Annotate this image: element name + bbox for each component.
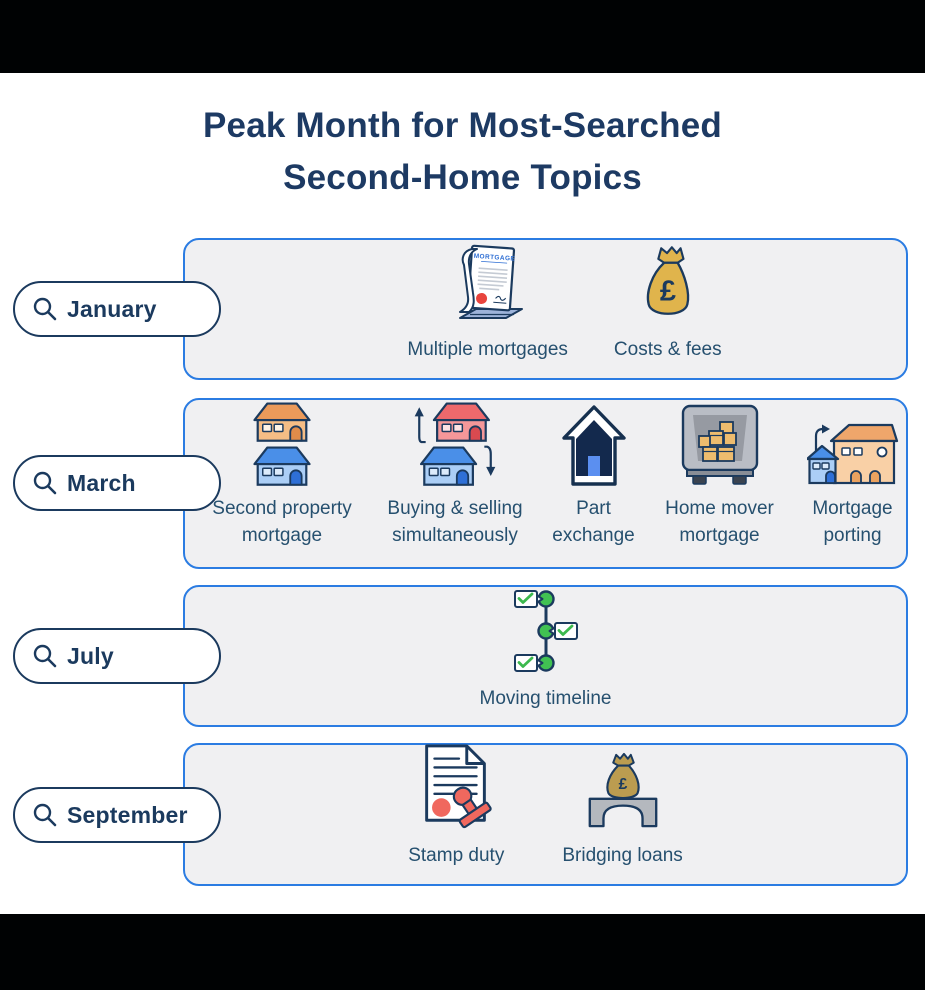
icon-wrap xyxy=(806,399,899,487)
search-icon xyxy=(33,297,57,321)
icon-wrap xyxy=(508,585,584,677)
topic-multiple-mortgages: MORTGAGE Multiple mortgage xyxy=(407,242,568,363)
moving-truck-icon xyxy=(681,404,758,485)
stamp-document-icon xyxy=(425,744,493,829)
money-bag-icon: £ xyxy=(646,246,689,315)
topic-label: Home mover mortgage xyxy=(665,498,774,546)
month-label: September xyxy=(67,801,188,828)
month-label: March xyxy=(67,469,136,496)
icon-wrap xyxy=(414,742,498,832)
stacked-houses-icon xyxy=(253,402,311,486)
search-icon xyxy=(33,803,57,827)
icon-wrap: £ xyxy=(584,742,662,832)
mortgage-doc-header: MORTGAGE xyxy=(473,253,515,263)
icon-wrap xyxy=(409,399,501,487)
icon-wrap: £ xyxy=(639,242,697,326)
month-label: January xyxy=(67,295,157,322)
icon-wrap xyxy=(250,399,314,487)
topic-box-march: Second property mortgage xyxy=(183,398,908,569)
topic-label: Stamp duty xyxy=(408,845,505,866)
topic-label: Multiple mortgages xyxy=(407,339,568,360)
title-line-2: Second-Home Topics xyxy=(283,158,642,197)
page-title: Peak Month for Most-Searched Second-Home… xyxy=(0,100,925,204)
topic-second-property-mortgage: Second property mortgage xyxy=(200,399,365,549)
month-label: July xyxy=(67,642,114,669)
topic-label: Part exchange xyxy=(552,498,635,546)
search-icon xyxy=(33,644,57,668)
part-exchange-house-icon xyxy=(561,405,626,486)
moving-timeline-icon xyxy=(513,590,578,672)
topic-moving-timeline: Moving timeline xyxy=(480,585,612,712)
pound-symbol: £ xyxy=(660,275,676,307)
pound-symbol: £ xyxy=(618,776,627,793)
icon-wrap xyxy=(680,399,760,487)
topic-mortgage-porting: Mortgage porting xyxy=(798,399,908,549)
topic-bridging-loans: £ Bridging loans xyxy=(562,742,683,869)
icon-wrap xyxy=(560,399,628,487)
bridge-money-bag-icon: £ xyxy=(588,752,657,828)
search-pill-march[interactable]: March xyxy=(13,455,221,511)
topic-buying-selling: Buying & selling simultaneously xyxy=(373,399,538,549)
search-pill-january[interactable]: January xyxy=(13,281,221,337)
topic-label: Bridging loans xyxy=(562,845,683,866)
topic-label: Moving timeline xyxy=(479,688,612,709)
top-bar xyxy=(0,0,925,73)
topic-home-mover-mortgage: Home mover mortgage xyxy=(650,399,790,549)
topic-stamp-duty: Stamp duty xyxy=(408,742,504,869)
bottom-bar xyxy=(0,914,925,990)
topic-box-september: Stamp duty £ Bridging loans xyxy=(183,743,908,886)
search-pill-september[interactable]: September xyxy=(13,787,221,843)
topic-label: Buying & selling simultaneously xyxy=(387,498,523,546)
house-porting-icon xyxy=(806,423,898,485)
search-pill-july[interactable]: July xyxy=(13,628,221,684)
topic-label: Second property mortgage xyxy=(212,498,352,546)
search-icon xyxy=(33,471,57,495)
houses-swap-icon xyxy=(414,402,496,486)
mortgage-document-icon: MORTGAGE xyxy=(458,244,523,319)
topic-part-exchange: Part exchange xyxy=(546,399,642,549)
topic-label: Costs & fees xyxy=(613,339,722,360)
topic-label: Mortgage porting xyxy=(812,498,893,546)
topic-box-january: MORTGAGE Multiple mortgage xyxy=(183,238,908,380)
title-line-1: Peak Month for Most-Searched xyxy=(202,106,722,145)
topic-box-july: Moving timeline xyxy=(183,585,908,727)
icon-wrap: MORTGAGE xyxy=(450,242,526,326)
topic-costs-fees: £ Costs & fees xyxy=(614,242,722,363)
